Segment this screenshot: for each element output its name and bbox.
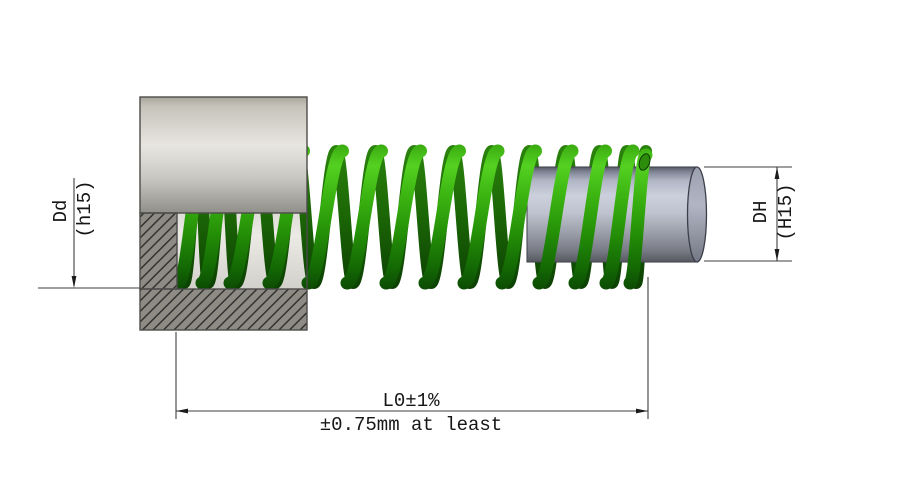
rod-end-face [686,166,708,263]
dd-dimension: Dd (h15) [38,178,140,289]
l0-tolerance-note: ±0.75mm at least [320,414,502,436]
dd-label: Dd [50,200,72,223]
dd-arrow [71,276,77,288]
spring-wire-end-face [638,153,651,171]
l0-arrow-left [176,408,188,414]
spring-front-strand [379,144,427,290]
bottom-wall-outline [139,288,308,331]
spring-front-strand [568,144,612,290]
housing-block [139,96,308,331]
dh-label: DH [750,201,772,224]
spring-front-strand [599,144,640,290]
dd-tolerance-label: (h15) [74,180,96,237]
l0-dimension: L0±1% ±0.75mm at least [175,277,649,436]
spring-front-strand [418,144,466,290]
dh-dimension: DH (H15) [704,166,797,262]
spring-coil [171,144,653,290]
dh-arrow-bottom [774,249,780,261]
hatch-left-wall [140,213,177,289]
spring-front-strand [532,144,579,290]
spring-front-strand [301,144,349,290]
l0-label: L0±1% [382,390,440,412]
spring-front-strand [495,144,542,290]
hatch-bottom-wall [140,289,307,330]
dh-tolerance-label: (H15) [775,183,797,240]
spring-front-strand [340,144,388,290]
spring-front-strand [457,144,505,290]
housing-cylinder [140,97,307,213]
l0-arrow-right [636,408,648,414]
dh-arrow-top [774,167,780,179]
housing-cylinder-outline [139,96,308,214]
